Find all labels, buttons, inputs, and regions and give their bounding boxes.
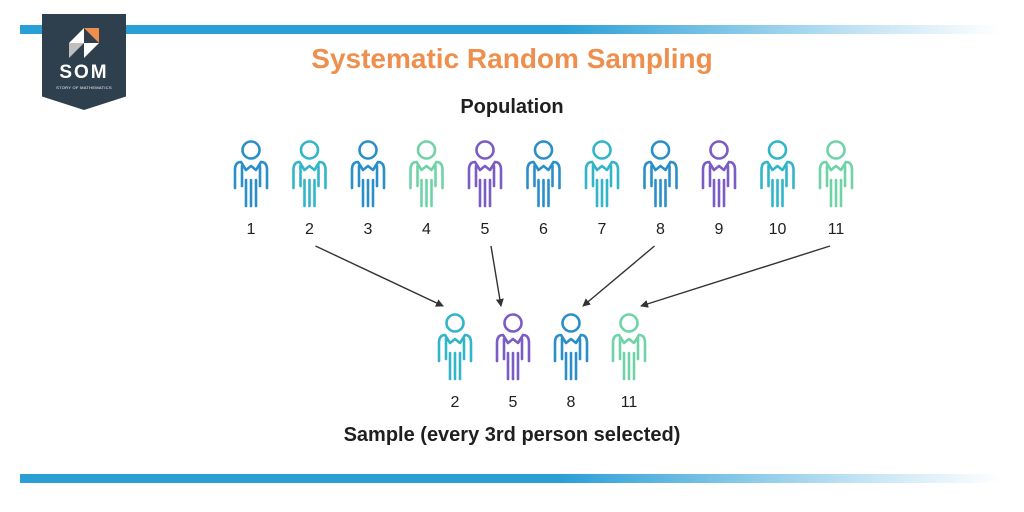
population-label-5: 5 [481, 221, 490, 238]
sample-caption: Sample (every 3rd person selected) [343, 424, 681, 446]
bottom-accent-bar [20, 474, 1000, 483]
population-label-9: 9 [715, 221, 724, 238]
population-person-2 [292, 140, 327, 208]
sample-row: 2 5 8 11 [437, 313, 647, 411]
population-person-1 [233, 140, 269, 208]
sample-label-2: 2 [451, 394, 460, 411]
population-label-6: 6 [539, 221, 548, 238]
population-label-4: 4 [422, 221, 431, 238]
page-title: Systematic Random Sampling [311, 43, 713, 74]
population-heading: Population [460, 96, 564, 118]
population-person-7 [584, 140, 620, 208]
arrow-to-sample-11 [640, 245, 831, 308]
population-label-2: 2 [305, 221, 314, 238]
som-logo: SOM STORY OF MATHEMATICS [42, 14, 126, 110]
selection-arrows [315, 245, 831, 308]
population-person-10 [760, 140, 795, 208]
logo-subtext: STORY OF MATHEMATICS [56, 85, 112, 90]
arrow-to-sample-2 [315, 245, 444, 307]
population-person-3 [350, 140, 386, 208]
sample-person-2 [437, 313, 473, 381]
population-label-8: 8 [656, 221, 665, 238]
population-person-8 [643, 140, 678, 208]
population-row: 1 2 3 4 5 6 7 8 9 10 11 [233, 140, 854, 238]
som-logo-icon [69, 28, 99, 58]
sample-label-8: 8 [567, 394, 576, 411]
population-person-11 [818, 140, 854, 208]
population-person-4 [409, 140, 444, 208]
population-label-11: 11 [828, 221, 845, 238]
population-person-9 [701, 140, 737, 208]
sample-person-8 [553, 313, 589, 381]
population-label-7: 7 [598, 221, 607, 238]
arrow-to-sample-8 [582, 245, 655, 307]
population-person-5 [467, 140, 503, 208]
population-label-3: 3 [364, 221, 373, 238]
sample-person-11 [611, 313, 647, 381]
sample-label-11: 11 [621, 394, 638, 411]
population-person-6 [526, 140, 561, 208]
population-label-1: 1 [247, 221, 256, 238]
sample-label-5: 5 [509, 394, 518, 411]
arrow-to-sample-5 [490, 245, 504, 307]
population-label-10: 10 [769, 221, 787, 238]
logo-text: SOM [59, 62, 109, 83]
sample-person-5 [495, 313, 531, 381]
top-accent-bar [20, 25, 1000, 34]
